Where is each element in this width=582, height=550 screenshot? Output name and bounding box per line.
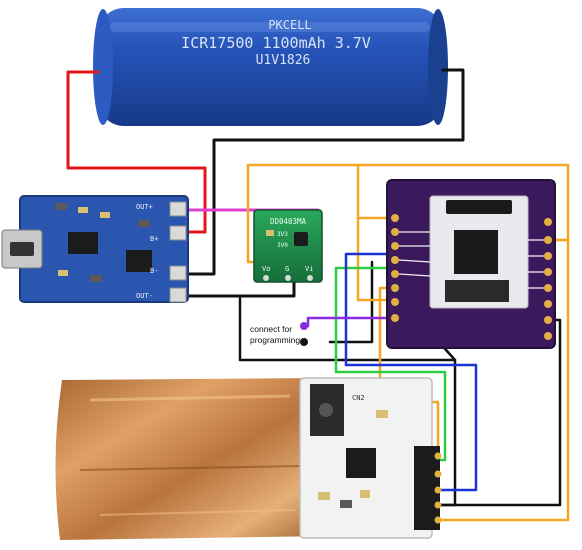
programming-pin-black — [300, 338, 308, 346]
label-b-plus: B+ — [150, 235, 158, 243]
regulator-board: DD0403MA 3V3 3V0 Vo G Vi — [253, 209, 323, 283]
regulator-chip-label: DD0403MA — [270, 217, 307, 226]
battery-brand: PKCELL — [268, 18, 311, 32]
purple-wire-programming — [306, 316, 397, 328]
wifi-chip — [454, 230, 498, 274]
battery-batch: U1V1826 — [256, 53, 311, 68]
pad-out-minus — [169, 287, 187, 303]
regulator-ic — [294, 232, 308, 246]
audio-assembly: CN2 — [55, 377, 442, 540]
battery-model-line: ICR17500 1100mAh 3.7V — [181, 34, 371, 52]
audio-ic — [346, 448, 376, 478]
charger-board: OUT+ B+ B- OUT- — [1, 195, 189, 303]
copper-shielded-pack — [55, 378, 329, 540]
esp-right-header — [544, 218, 552, 340]
pin-vo-label: Vo — [262, 265, 270, 273]
label-out-plus: OUT+ — [136, 203, 153, 211]
battery-body — [98, 8, 443, 126]
jumper-3v3-label: 3V3 — [277, 231, 288, 238]
label-b-minus: B- — [150, 267, 158, 275]
antenna — [446, 200, 512, 214]
annotation-line-2: programming — [250, 335, 300, 345]
annotation-line-1: connect for — [250, 324, 292, 334]
pin-vi-label: Vi — [305, 265, 313, 273]
battery-negative-end — [93, 9, 113, 125]
red-wire — [66, 70, 207, 234]
esp-board — [386, 179, 556, 349]
esp-left-header — [391, 214, 399, 322]
label-out-minus: OUT- — [136, 292, 153, 300]
cn2-label: CN2 — [352, 394, 365, 402]
black-wire-battery — [181, 68, 465, 276]
battery-positive-end — [428, 9, 448, 125]
pin-g-label: G — [285, 265, 289, 273]
battery-18650: PKCELL ICR17500 1100mAh 3.7V U1V1826 — [93, 8, 448, 126]
programming-annotation: connect for programming — [250, 322, 308, 346]
wires — [66, 68, 570, 522]
pad-b-plus — [169, 225, 187, 241]
protection-ic — [126, 250, 152, 272]
blue-wire — [344, 252, 478, 492]
audio-header — [414, 446, 442, 530]
charger-ic — [68, 232, 98, 254]
programming-pin-purple — [300, 322, 308, 330]
pad-out-plus — [169, 201, 187, 217]
jumper-3v0-label: 3V0 — [277, 242, 288, 249]
pad-b-minus — [169, 265, 187, 281]
